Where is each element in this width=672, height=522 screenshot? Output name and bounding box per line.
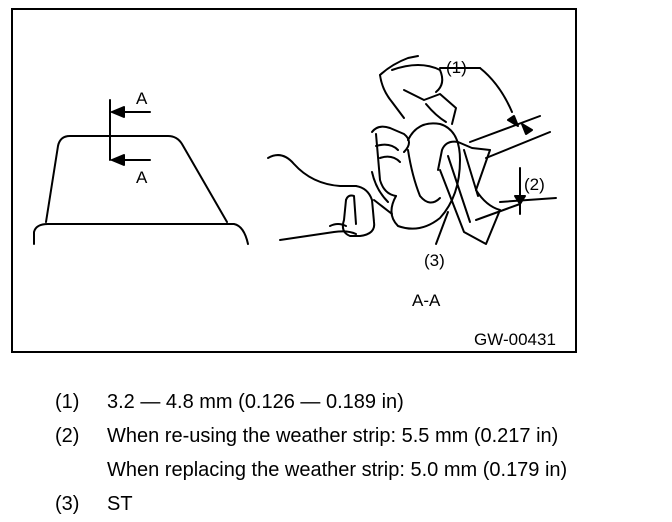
legend-item-3: (3) ST — [55, 487, 655, 521]
section-view — [267, 55, 501, 245]
figure-frame — [11, 8, 577, 353]
door-outline-view — [33, 135, 249, 245]
section-label-top: A — [136, 89, 148, 108]
legend-text: ST — [107, 487, 655, 521]
callout-label-3: (3) — [424, 251, 445, 270]
legend-line: When re-using the weather strip: 5.5 mm … — [107, 425, 559, 447]
legend-item-1: (1) 3.2 — 4.8 mm (0.126 — 0.189 in) — [55, 385, 655, 419]
section-view-label: A-A — [412, 291, 441, 310]
legend-number: (3) — [55, 493, 80, 515]
legend-number: (1) — [55, 391, 80, 413]
callout-label-1: (1) — [446, 58, 467, 77]
section-label-bottom: A — [136, 168, 148, 187]
dimension-lines — [435, 67, 557, 245]
legend-line: 3.2 — 4.8 mm (0.126 — 0.189 in) — [107, 391, 404, 413]
callout-label-2: (2) — [524, 175, 545, 194]
legend-number: (2) — [55, 425, 80, 447]
legend: (1) 3.2 — 4.8 mm (0.126 — 0.189 in) (2) … — [55, 385, 655, 521]
figure-id: GW-00431 — [474, 330, 556, 349]
legend-item-2: (2) When re-using the weather strip: 5.5… — [55, 419, 655, 487]
legend-text: When re-using the weather strip: 5.5 mm … — [107, 419, 655, 487]
legend-text: 3.2 — 4.8 mm (0.126 — 0.189 in) — [107, 385, 655, 419]
section-cut-marks — [109, 99, 151, 166]
legend-line: When replacing the weather strip: 5.0 mm… — [107, 459, 568, 481]
legend-line: ST — [107, 493, 133, 515]
